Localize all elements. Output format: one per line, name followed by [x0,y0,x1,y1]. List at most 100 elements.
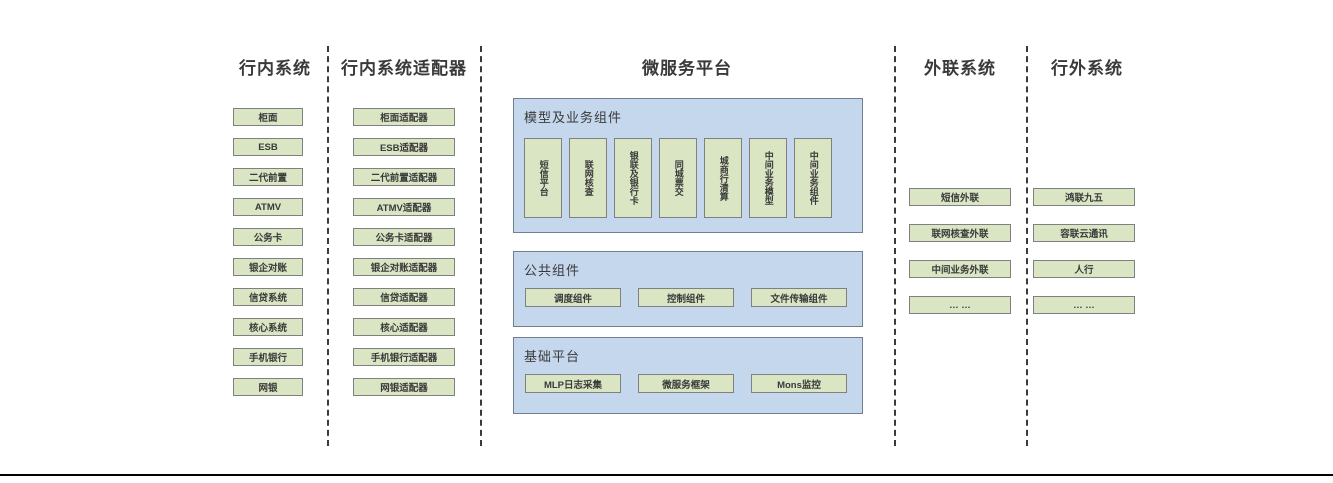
internal-adapter-box-label: 信贷适配器 [380,293,428,304]
outreach-system-box-label: 短信外联 [940,193,979,204]
internal-systems-list: 柜面 ESB 二代前置 ATMV 公务卡银企对账信贷系统核心系统手机银行网银 [233,108,303,396]
internal-adapter-box: 二代前置适配器 [353,168,455,186]
outreach-system-box: … … [909,296,1011,314]
outreach-system-box: 短信外联 [909,188,1011,206]
internal-system-box: ESB [233,138,303,156]
base-platform-row: MLP日志采集 微服务框架 Mons监控 [525,374,847,393]
internal-system-box: ATMV [233,198,303,216]
outreach-system-box-label: 中间业务外联 [931,265,989,276]
model-component-box-label: 同城票交 [673,160,684,196]
external-system-box-label: … … [1073,299,1095,311]
base-platform-box: 微服务框架 [638,374,734,393]
external-system-box: 鸿联九五 [1033,188,1135,206]
internal-adapter-box-label: 手机银行适配器 [370,353,438,364]
model-component-box-label: 短信平台 [538,160,549,196]
internal-system-box: 柜面 [233,108,303,126]
internal-adapter-box: 核心适配器 [353,318,455,336]
internal-adapter-box-label: ESB适配器 [379,143,429,154]
model-components-row: 短信平台 联网核查 银联及银行卡 同城票交 城商行清算 中间业务模型 中间业务组件 [524,138,832,218]
external-system-box-label: 鸿联九五 [1064,193,1103,204]
internal-system-box: 核心系统 [233,318,303,336]
outreach-system-box-label: 联网核查外联 [931,229,989,240]
internal-adapter-box-label: 银企对账适配器 [370,263,438,274]
internal-system-box: 网银 [233,378,303,396]
external-system-box: 容联云通讯 [1033,224,1135,242]
outreach-system-box: 中间业务外联 [909,260,1011,278]
common-component-box-label: 控制组件 [666,293,705,305]
internal-system-box-label: 网银 [258,383,278,394]
model-component-box-label: 城商行清算 [718,155,729,201]
internal-system-box: 银企对账 [233,258,303,276]
bottom-rule [0,474,1333,476]
column-divider [1026,46,1028,446]
column-divider [894,46,896,446]
external-system-box-label: 人行 [1074,265,1094,276]
model-component-box-label: 中间业务组件 [808,151,819,205]
common-component-box-label: 文件传输组件 [770,293,828,305]
internal-adapter-box-label: 核心适配器 [380,323,428,334]
internal-system-box: 手机银行 [233,348,303,366]
model-component-box: 中间业务模型 [749,138,787,218]
internal-adapter-box: ESB适配器 [353,138,455,156]
common-component-box: 控制组件 [638,288,734,307]
model-component-box-label: 联网核查 [583,160,594,196]
internal-system-box-label: 公务卡 [253,233,283,244]
internal-adapter-box-label: 柜面适配器 [380,113,428,124]
internal-system-box: 公务卡 [233,228,303,246]
column-header-microservice-platform: 微服务平台 [642,59,732,78]
internal-system-box: 二代前置 [233,168,303,186]
internal-system-box-label: 手机银行 [248,353,287,364]
column-header-outreach-systems: 外联系统 [924,59,996,78]
internal-adapter-box-label: 网银适配器 [380,383,428,394]
panel-base-platform: 基础平台 MLP日志采集 微服务框架 Mons监控 [513,337,863,414]
model-component-box-label: 银联及银行卡 [628,151,639,205]
outreach-system-box: 联网核查外联 [909,224,1011,242]
external-system-box-label: 容联云通讯 [1060,229,1108,240]
internal-adapter-box: ATMV适配器 [353,198,455,216]
external-systems-list: 鸿联九五容联云通讯人行 … … [1033,188,1135,314]
internal-adapter-box: 柜面适配器 [353,108,455,126]
common-component-box-label: 调度组件 [553,293,592,305]
outreach-systems-list: 短信外联联网核查外联中间业务外联 … … [909,188,1011,314]
model-component-box: 同城票交 [659,138,697,218]
internal-system-box-label: 信贷系统 [248,293,287,304]
common-components-row: 调度组件 控制组件 文件传输组件 [525,288,847,307]
panel-label: 模型及业务组件 [524,110,623,125]
external-system-box: … … [1033,296,1135,314]
internal-adapter-box-label: 二代前置适配器 [370,173,438,184]
column-divider [480,46,482,446]
internal-system-box-label: ATMV [254,201,282,213]
common-component-box: 文件传输组件 [751,288,847,307]
panel-common-components: 公共组件 调度组件 控制组件 文件传输组件 [513,251,863,327]
model-component-box: 短信平台 [524,138,562,218]
column-divider [327,46,329,446]
outreach-system-box-label: … … [949,299,971,311]
internal-system-box-label: 柜面 [258,113,278,124]
base-platform-box: MLP日志采集 [525,374,621,393]
model-component-box: 银联及银行卡 [614,138,652,218]
panel-label: 基础平台 [524,349,581,364]
panel-model-business-components: 模型及业务组件 短信平台 联网核查 银联及银行卡 同城票交 城商行清算 中间业务模型 中间业… [513,98,863,233]
model-component-box-label: 中间业务模型 [763,151,774,205]
panel-label: 公共组件 [524,263,581,278]
column-header-internal-system-adapters: 行内系统适配器 [341,59,467,78]
model-component-box: 联网核查 [569,138,607,218]
internal-system-box-label: 银企对账 [248,263,287,274]
internal-adapter-box: 银企对账适配器 [353,258,455,276]
base-platform-box-label: 微服务框架 [662,379,710,391]
base-platform-box-label: Mons监控 [777,379,821,391]
internal-adapter-box: 信贷适配器 [353,288,455,306]
internal-adapter-box: 手机银行适配器 [353,348,455,366]
base-platform-box-label: MLP日志采集 [543,379,603,391]
model-component-box: 中间业务组件 [794,138,832,218]
internal-adapter-box: 网银适配器 [353,378,455,396]
internal-system-box-label: ESB [258,141,278,153]
common-component-box: 调度组件 [525,288,621,307]
internal-system-box: 信贷系统 [233,288,303,306]
model-component-box: 城商行清算 [704,138,742,218]
base-platform-box: Mons监控 [751,374,847,393]
internal-adapter-box: 公务卡适配器 [353,228,455,246]
column-header-external-systems: 行外系统 [1051,59,1123,78]
external-system-box: 人行 [1033,260,1135,278]
